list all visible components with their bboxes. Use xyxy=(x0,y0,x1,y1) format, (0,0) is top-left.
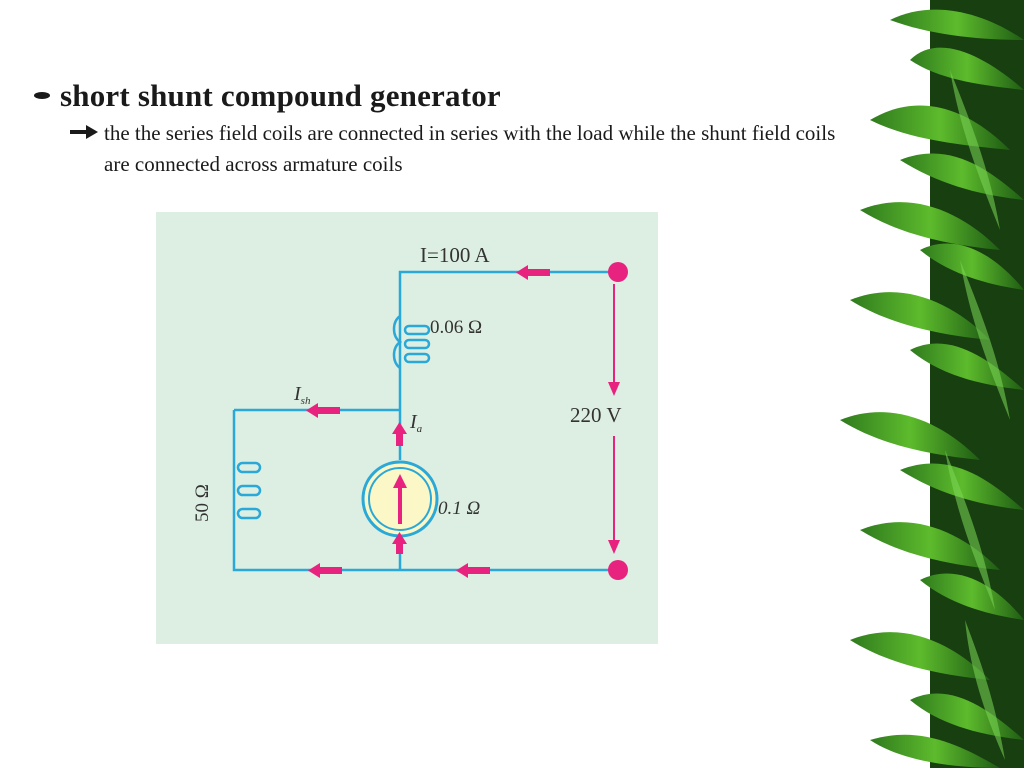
circuit-diagram: I=100 A 0.06 Ω Ish Ia 220 V 50 Ω 0.1 Ω xyxy=(156,212,658,644)
negative-terminal xyxy=(608,560,628,580)
positive-terminal xyxy=(608,262,628,282)
series-field-coil xyxy=(392,312,431,380)
armature-current-label: Ia xyxy=(409,411,423,435)
bamboo-leaves-decoration xyxy=(840,0,1024,768)
armature xyxy=(361,460,439,538)
heading-text: short shunt compound generator xyxy=(60,78,501,113)
dot-bullet-icon xyxy=(34,92,50,100)
subpoint: the the series field coils are connected… xyxy=(70,118,850,180)
current-arrows xyxy=(306,265,550,578)
line-current-label: I=100 A xyxy=(420,243,490,267)
series-resistance-label: 0.06 Ω xyxy=(430,317,482,338)
shunt-field-coil xyxy=(232,447,262,532)
shunt-resistance-label: 50 Ω xyxy=(192,484,213,522)
shunt-current-label: Ish xyxy=(293,383,311,407)
diagram-background xyxy=(156,212,658,644)
terminal-voltage-label: 220 V xyxy=(570,403,622,427)
armature-resistance-label: 0.1 Ω xyxy=(438,498,481,519)
voltage-indicator xyxy=(608,284,620,554)
subpoint-text: the the series field coils are connected… xyxy=(104,121,836,176)
right-arrow-icon xyxy=(70,125,98,139)
slide-heading: short shunt compound generator xyxy=(34,78,501,114)
